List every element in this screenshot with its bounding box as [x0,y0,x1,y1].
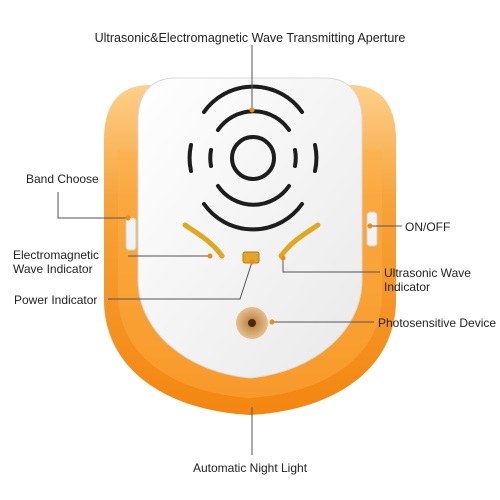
band-switch-icon[interactable] [125,217,137,251]
ultrasonic-wave-indicator [278,222,321,259]
label-electromagnetic-line2: Wave Indicator [13,262,93,276]
label-wave-transmitting-aperture: Ultrasonic&Electromagnetic Wave Transmit… [94,31,406,45]
slide-switch-icon[interactable] [366,211,378,247]
label-automatic-night-light: Automatic Night Light [192,461,308,475]
electromagnetic-wave-indicator [182,222,225,259]
concentric-arc-speaker-icon [187,84,319,232]
label-ultrasonic-wave-indicator: Ultrasonic Wave Indicator [384,266,471,294]
label-electromagnetic-line1: Electromagnetic [13,248,100,262]
leader-lines [57,45,402,455]
photosensitive-sensor-core [248,319,256,327]
label-ultrasonic-line1: Ultrasonic Wave [384,266,471,280]
label-photosensitive-device: Photosensitive Device [378,316,497,330]
label-on-off: ON/OFF [405,220,451,234]
label-band-choose: Band Choose [26,172,99,186]
label-power-indicator: Power Indicator [14,293,98,307]
label-ultrasonic-line2: Indicator [384,280,431,294]
label-electromagnetic-wave-indicator: Electromagnetic Wave Indicator [13,248,99,276]
